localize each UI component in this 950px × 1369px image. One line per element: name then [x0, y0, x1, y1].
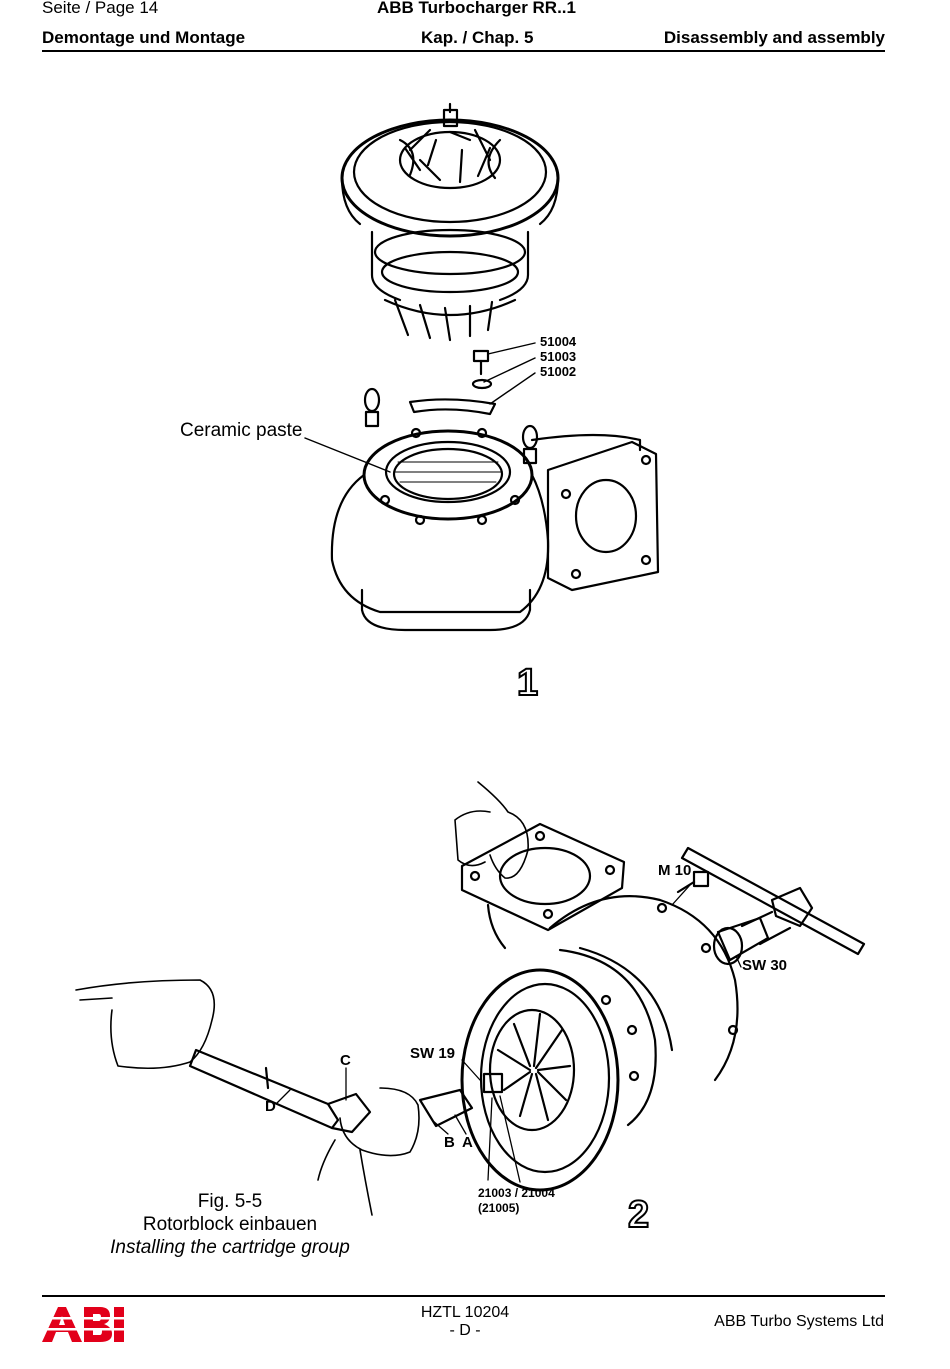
figure2-torque-wrench [188, 1048, 474, 1134]
figure2-leader-lines [275, 884, 742, 1183]
label-b: B [444, 1134, 455, 1151]
label-m10: M 10 [658, 862, 692, 879]
figure-caption: Fig. 5-5 Rotorblock einbauen Installing … [90, 1190, 370, 1259]
figure2-tee-wrench [676, 846, 866, 966]
figure1-bolt-stack [408, 342, 536, 416]
caption-english: Installing the cartridge group [110, 1237, 350, 1258]
label-sw19: SW 19 [410, 1045, 456, 1062]
ceramic-paste-leader [304, 437, 391, 473]
page-label: Seite / Page 14 [42, 0, 159, 17]
figure2-turbine-housing [460, 895, 739, 1192]
caption-fig-number: Fig. 5-5 [197, 1191, 263, 1212]
figure2-inlet-flange [460, 822, 626, 950]
figure1-eye-bolts [363, 387, 539, 465]
figure-number-1: 1 [516, 661, 539, 705]
figure1-turbine-housing [330, 427, 660, 632]
label-parts-21005: (21005) [478, 1201, 520, 1215]
label-a: A [462, 1134, 473, 1151]
part-label-51003: 51003 [540, 349, 577, 364]
label-d: D [265, 1098, 276, 1115]
header-rule [42, 50, 885, 52]
footer-rule [42, 1295, 885, 1297]
abb-logo [42, 1307, 126, 1342]
doc-number: HZTL 10204 [420, 1304, 510, 1321]
label-c: C [340, 1052, 351, 1069]
part-label-51002: 51002 [540, 364, 577, 379]
section-title-de: Demontage und Montage [42, 28, 246, 47]
caption-german: Rotorblock einbauen [142, 1214, 318, 1235]
footer-doc-info: HZTL 10204 - D - [390, 1304, 540, 1340]
revision: - D - [449, 1322, 481, 1339]
figure1-cartridge [340, 102, 560, 342]
company-name: ABB Turbo Systems Ltd [714, 1313, 884, 1330]
figure-number-2: 2 [627, 1193, 650, 1237]
ceramic-paste-label: Ceramic paste [180, 420, 303, 441]
chapter-label: Kap. / Chap. 5 [421, 28, 534, 47]
document-title: ABB Turbocharger RR..1 [377, 0, 576, 17]
figure2-hands-left [75, 979, 420, 1216]
part-label-51004: 51004 [540, 334, 577, 349]
label-sw30: SW 30 [742, 957, 788, 974]
section-title-en: Disassembly and assembly [663, 28, 885, 47]
label-parts-21003-21004: 21003 / 21004 [478, 1186, 555, 1200]
